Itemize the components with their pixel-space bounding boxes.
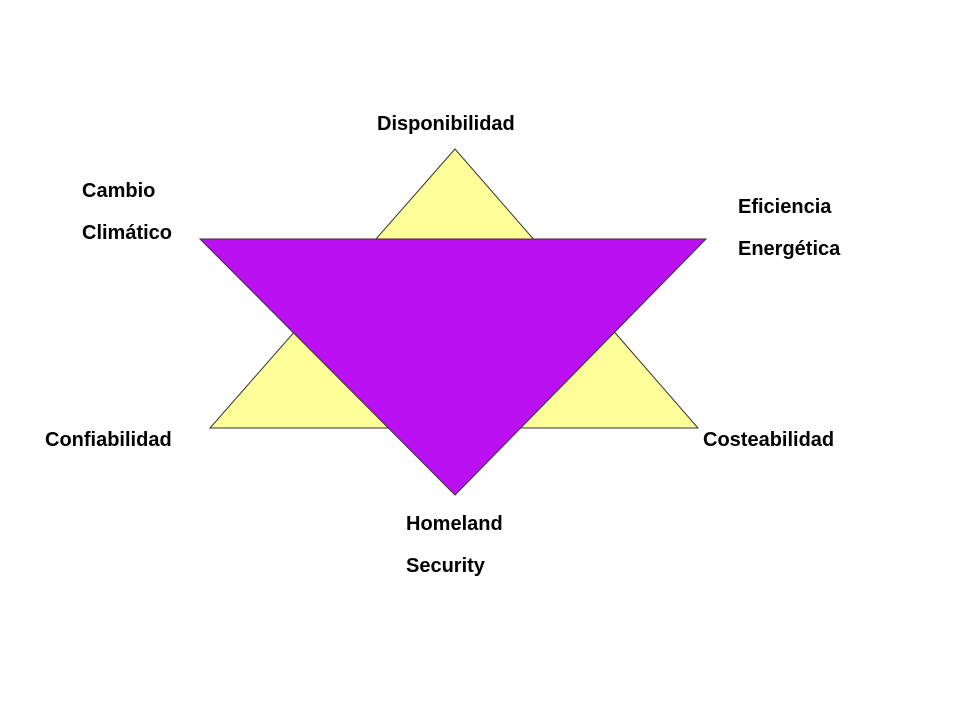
label-homeland-security: Homeland Security <box>406 512 503 578</box>
label-eficiencia-energetica: Eficiencia Energética <box>738 195 840 261</box>
label-cambio-climatico-line2: Climático <box>82 222 173 244</box>
label-eficiencia-energetica-line1: Eficiencia <box>738 196 832 218</box>
label-homeland-security-line1: Homeland <box>406 513 503 535</box>
label-costeabilidad: Costeabilidad <box>703 429 835 451</box>
label-disponibilidad: Disponibilidad <box>377 113 515 135</box>
label-eficiencia-energetica-line2: Energética <box>738 238 841 260</box>
label-homeland-security-line2: Security <box>406 555 485 577</box>
label-cambio-climatico-line1: Cambio <box>82 180 156 202</box>
downward-triangle <box>198 238 708 496</box>
label-cambio-climatico: Cambio Climático <box>82 179 172 245</box>
label-confiabilidad: Confiabilidad <box>45 429 172 451</box>
